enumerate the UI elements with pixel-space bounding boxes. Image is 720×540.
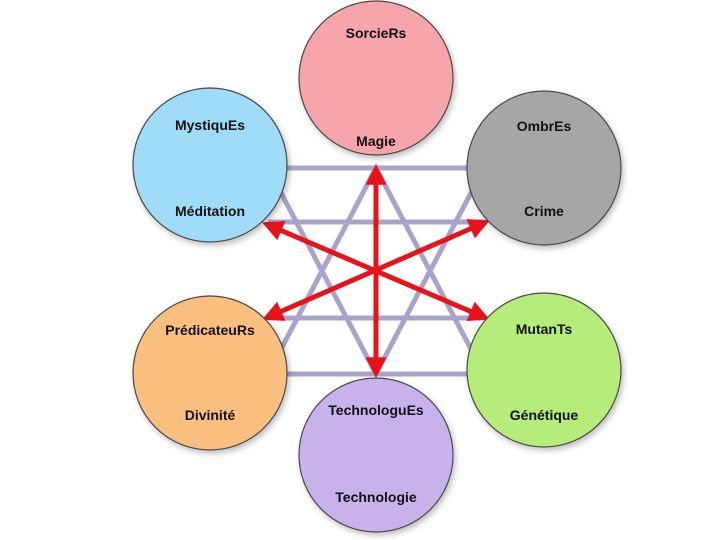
node-subtitle: Technologie	[335, 489, 417, 505]
node-technologues: TechnologuEs Technologie	[298, 377, 454, 533]
node-subtitle: Méditation	[175, 203, 245, 219]
node-circle	[132, 87, 288, 243]
node-title: MystiquEs	[175, 117, 245, 133]
node-subtitle: Magie	[356, 133, 396, 149]
node-title: TechnologuEs	[328, 402, 424, 418]
node-circle	[466, 90, 622, 246]
arrow-ombres-predicateurs	[262, 219, 490, 321]
node-title: SorcieRs	[346, 25, 407, 41]
node-subtitle: Crime	[524, 203, 564, 219]
node-title: PrédicateuRs	[165, 322, 255, 338]
node-title: MutanTs	[516, 321, 573, 337]
node-subtitle: Génétique	[510, 407, 579, 423]
node-sorciers: SorcieRs Magie	[298, 0, 454, 156]
node-ombres: OmbrEs Crime	[466, 90, 622, 246]
node-circle	[466, 292, 622, 448]
node-predicateurs: PrédicateuRs Divinité	[132, 295, 288, 451]
node-circle	[132, 295, 288, 451]
opposition-arrows	[262, 163, 490, 379]
node-mutants: MutanTs Génétique	[466, 292, 622, 448]
node-mystiques: MystiquEs Méditation	[132, 87, 288, 243]
node-subtitle: Divinité	[185, 407, 236, 423]
node-title: OmbrEs	[517, 118, 572, 134]
node-circle	[298, 0, 454, 156]
node-circle	[298, 377, 454, 533]
